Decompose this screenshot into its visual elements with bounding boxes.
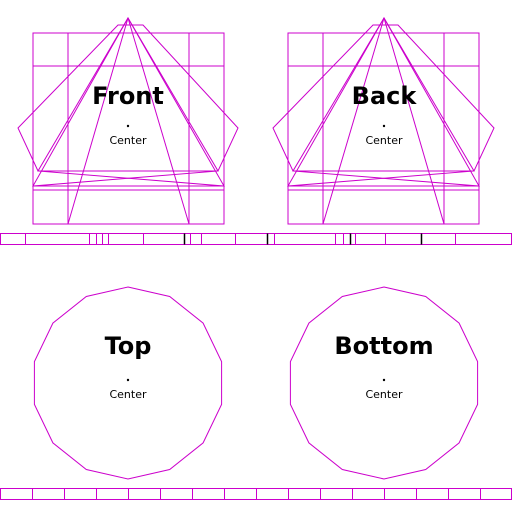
bottom-center-dot <box>382 378 386 382</box>
back-wire-line <box>322 17 385 225</box>
bottom-circle-polygon <box>289 286 479 480</box>
back-center-label: Center <box>365 134 403 147</box>
front-outer-square <box>32 32 225 225</box>
top-circle-polygon <box>33 286 223 480</box>
front-hexagon <box>17 24 239 172</box>
top-panel: Top Center <box>33 286 223 480</box>
front-center-label: Center <box>109 134 147 147</box>
back-outer-square <box>287 32 480 225</box>
back-panel: Back Center <box>272 17 495 225</box>
bottom-title: Bottom <box>334 332 433 360</box>
bottom-center-label: Center <box>365 388 403 401</box>
strip-upper-outline <box>0 233 512 245</box>
back-wireframe <box>272 17 495 225</box>
back-wire-line <box>383 17 445 225</box>
side-strip-upper <box>0 233 512 245</box>
back-title: Back <box>352 82 418 110</box>
top-title: Top <box>105 332 152 360</box>
top-center-label: Center <box>109 388 147 401</box>
back-hexagon <box>272 24 495 172</box>
bottom-panel: Bottom Center <box>289 286 479 480</box>
front-center-dot <box>126 124 130 128</box>
front-triangle-right <box>37 17 225 187</box>
front-panel: Front Center <box>17 16 239 225</box>
front-wire-line <box>67 17 129 225</box>
top-center-dot <box>126 378 130 382</box>
front-wire-line <box>127 17 190 225</box>
front-title: Front <box>92 82 164 110</box>
back-triangle-right <box>292 17 480 187</box>
front-wireframe <box>17 16 239 225</box>
side-strip-lower <box>0 488 512 500</box>
back-center-dot <box>382 124 386 128</box>
